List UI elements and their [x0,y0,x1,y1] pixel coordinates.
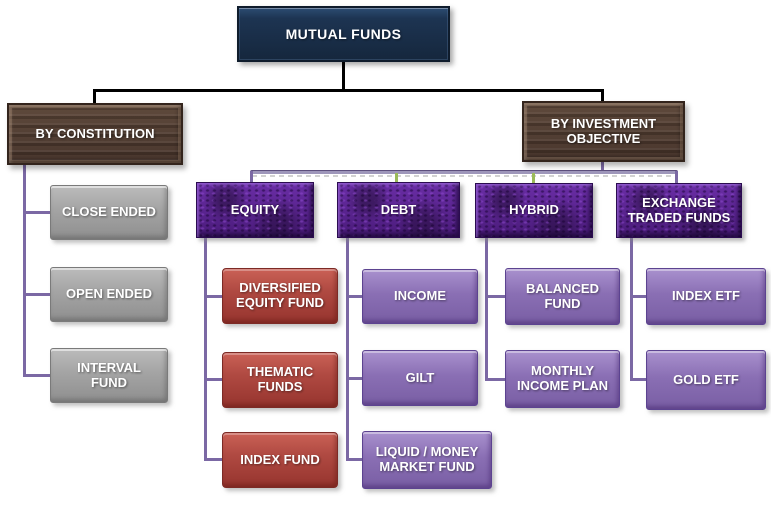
node-equity-label: EQUITY [230,201,280,217]
connector-balanced [485,295,507,298]
node-index-fund-label: INDEX FUND [240,451,320,467]
connector-objective-down [601,160,604,172]
connector-income [346,295,364,298]
node-diversified-equity-fund-label: DIVERSIFIED EQUITY FUND [236,280,324,310]
node-gilt: GILT [362,350,478,406]
node-gilt-label: GILT [405,369,435,385]
node-open-ended: OPEN ENDED [50,267,168,322]
node-thematic-funds-label: THEMATIC FUNDS [246,364,314,394]
node-diversified-equity-fund: DIVERSIFIED EQUITY FUND [222,268,338,324]
node-by-investment-objective-label: BY INVESTMENT OBJECTIVE [550,115,657,146]
node-index-fund: INDEX FUND [222,432,338,488]
node-mutual-funds-label: MUTUAL FUNDS [285,25,402,42]
node-income-label: INCOME [394,288,446,304]
node-balanced-fund: BALANCED FUND [505,268,620,325]
node-interval-fund: INTERVAL FUND [50,348,168,403]
connector-liquid [346,458,364,461]
node-liquid-money-market-fund-label: LIQUID / MONEY MARKET FUND [375,444,479,474]
connector-drop-etf [675,171,678,185]
node-by-investment-objective: BY INVESTMENT OBJECTIVE [522,101,685,162]
connector-gold-etf [630,378,648,381]
node-monthly-income-plan: MONTHLY INCOME PLAN [505,350,620,408]
connector-equity-spine [204,236,207,461]
node-exchange-traded-funds-label: EXCHANGE TRADED FUNDS [627,194,731,225]
connector-thematic [204,378,224,381]
node-mutual-funds: MUTUAL FUNDS [237,6,450,62]
connector-etf-spine [630,236,633,381]
connector-category-rail [250,170,678,174]
node-open-ended-label: OPEN ENDED [66,286,152,302]
node-gold-etf: GOLD ETF [646,350,766,410]
connector-index-fund [204,458,224,461]
node-index-etf: INDEX ETF [646,268,766,325]
connector-gilt [346,377,364,380]
connector-hybrid-spine [485,236,488,381]
connector-drop-hybrid [532,173,535,185]
connector-top-rail [93,89,604,92]
node-monthly-income-plan-label: MONTHLY INCOME PLAN [517,363,608,393]
connector-drop-equity [250,171,253,184]
node-interval-fund-label: INTERVAL FUND [77,359,141,390]
connector-to-constitution [93,89,96,104]
connector-drop-debt [395,173,398,184]
node-by-constitution-label: BY CONSTITUTION [35,125,155,141]
node-liquid-money-market-fund: LIQUID / MONEY MARKET FUND [362,431,492,489]
connector-root-down [342,62,345,92]
connector-to-objective [601,89,604,102]
node-hybrid-label: HYBRID [509,202,559,218]
node-debt: DEBT [337,182,460,238]
connector-debt-spine [346,236,349,461]
connector-diversified [204,295,224,298]
node-by-constitution: BY CONSTITUTION [7,103,183,165]
node-index-etf-label: INDEX ETF [672,288,740,304]
node-gold-etf-label: GOLD ETF [673,371,739,387]
connector-interval-fund [23,374,51,377]
node-hybrid: HYBRID [475,183,593,238]
node-thematic-funds: THEMATIC FUNDS [222,352,338,408]
node-exchange-traded-funds: EXCHANGE TRADED FUNDS [616,183,742,238]
connector-index-etf [630,295,648,298]
node-balanced-fund-label: BALANCED FUND [526,280,599,311]
connector-monthly [485,378,507,381]
node-equity: EQUITY [196,182,314,238]
node-close-ended-label: CLOSE ENDED [62,204,156,220]
node-close-ended: CLOSE ENDED [50,185,168,240]
connector-close-ended [23,211,51,214]
node-income: INCOME [362,269,478,324]
connector-open-ended [23,293,51,296]
node-debt-label: DEBT [380,201,417,217]
connector-constitution-spine [23,163,26,377]
connector-category-rail-dashes [252,175,676,177]
